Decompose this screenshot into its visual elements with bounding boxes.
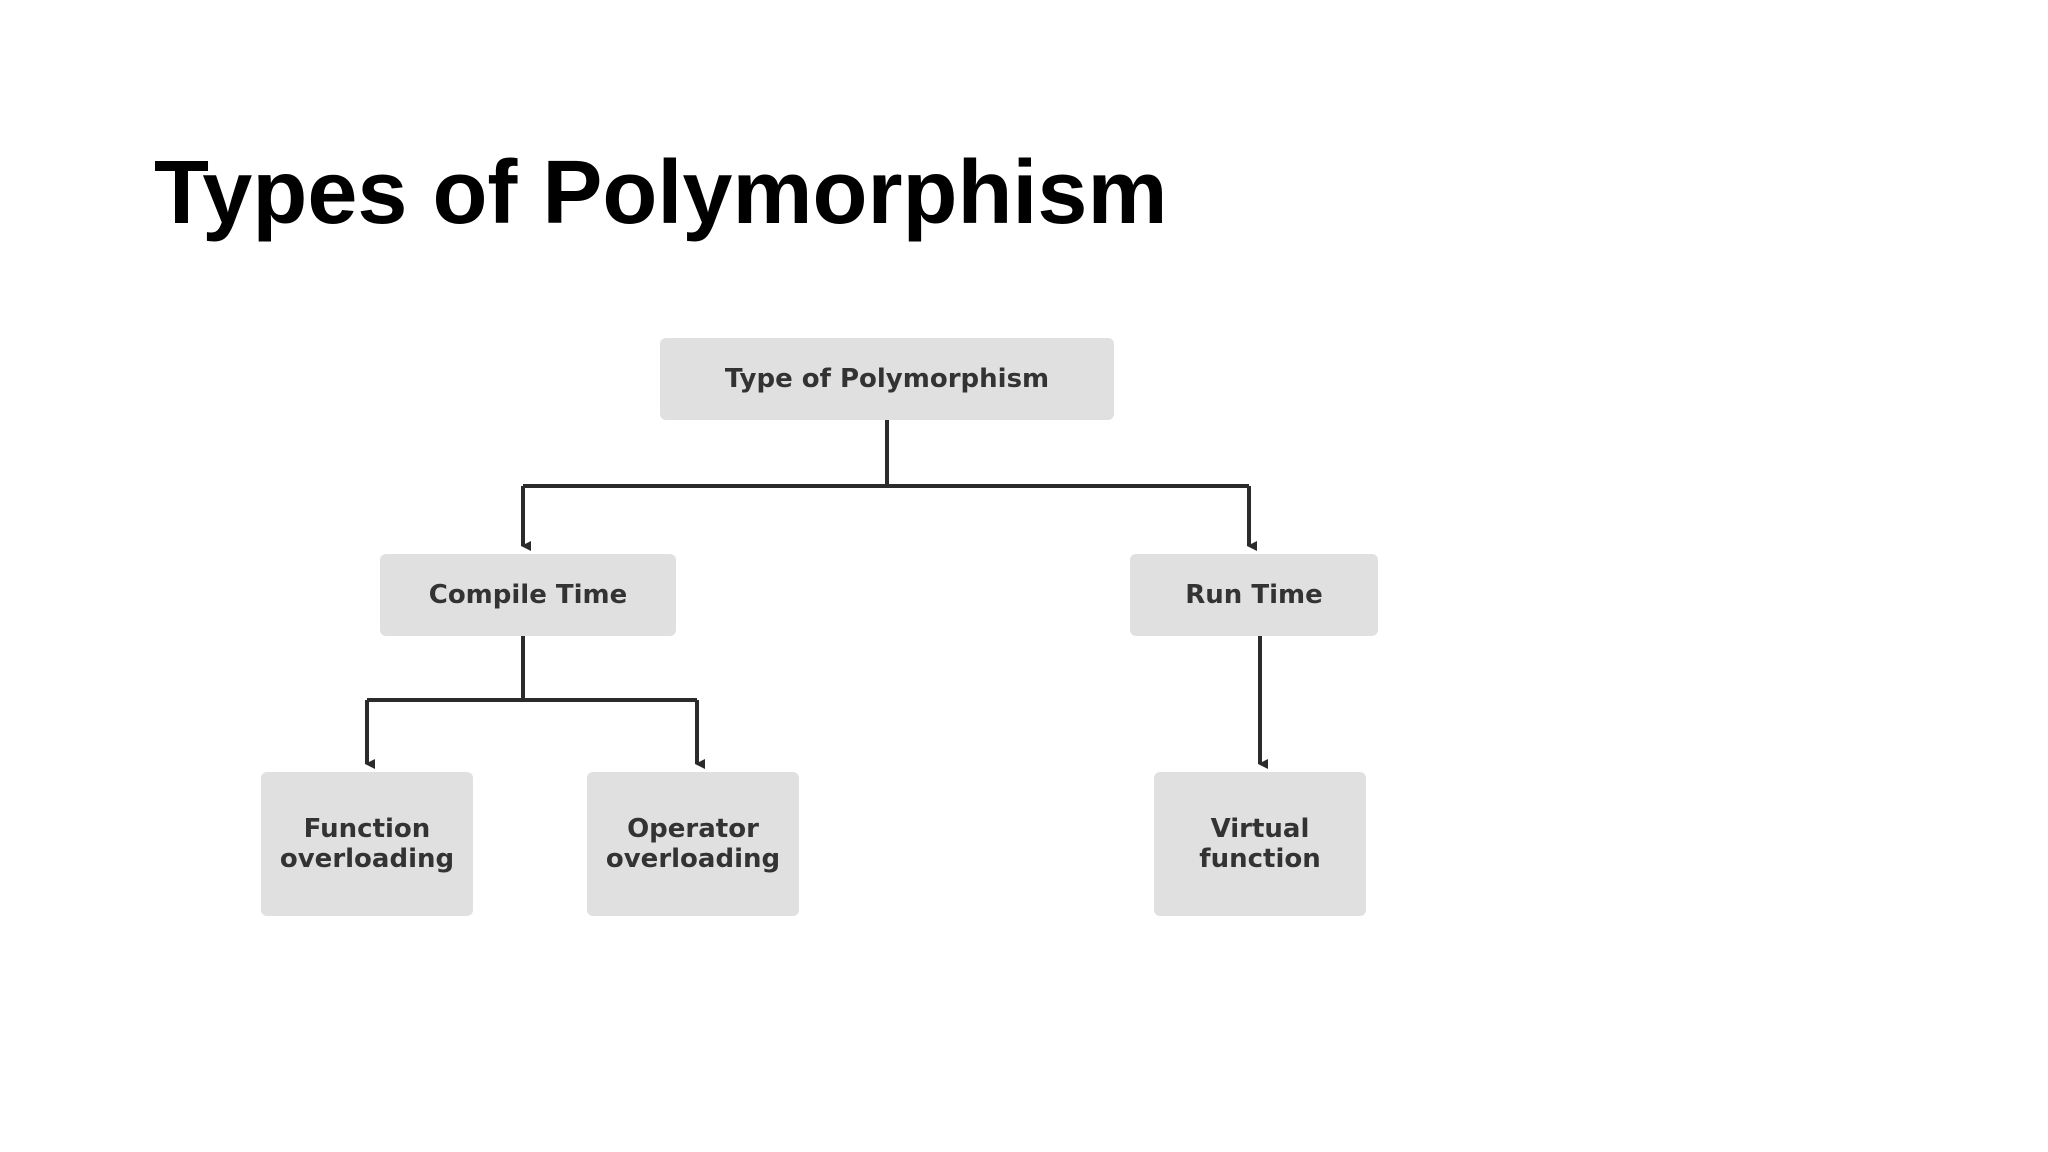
node-label: Run Time [1185, 580, 1323, 610]
slide-title: Types of Polymorphism [154, 143, 1168, 243]
node-label: Virtual function [1199, 814, 1321, 874]
node-function-overloading: Function overloading [261, 772, 473, 916]
node-run-time: Run Time [1130, 554, 1378, 636]
node-compile-time: Compile Time [380, 554, 676, 636]
node-label: Compile Time [428, 580, 628, 610]
node-label: Type of Polymorphism [724, 364, 1050, 394]
node-operator-overloading: Operator overloading [587, 772, 799, 916]
node-type-of-polymorphism: Type of Polymorphism [660, 338, 1114, 420]
node-virtual-function: Virtual function [1154, 772, 1366, 916]
node-label: Operator overloading [605, 814, 781, 874]
node-label: Function overloading [279, 814, 455, 874]
